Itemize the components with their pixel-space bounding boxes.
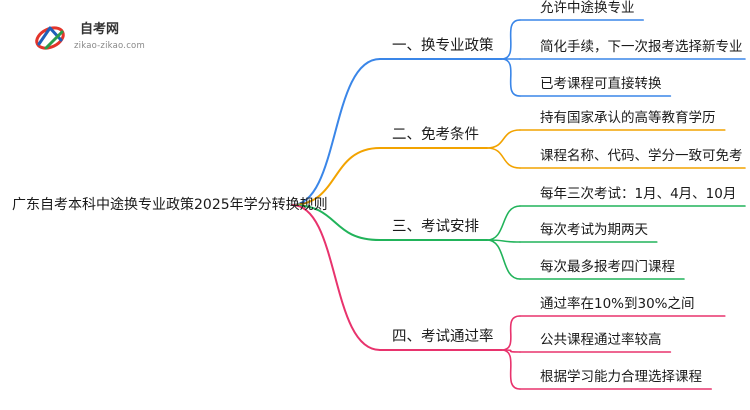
logo-mark-icon	[35, 26, 65, 50]
leaf-connector	[500, 349, 521, 390]
leaf-connector	[500, 58, 521, 97]
leaf-connector	[500, 315, 521, 351]
branch-label: 二、免考条件	[392, 127, 479, 143]
logo-name: 自考网	[80, 22, 120, 37]
branch-connector	[291, 204, 381, 351]
leaf-label: 通过率在10%到30%之间	[540, 296, 695, 312]
branch-connector	[291, 147, 381, 206]
leaf-connector	[486, 205, 521, 241]
branch-connector	[291, 58, 381, 206]
logo: 自考网 zikao-zikao.com	[30, 18, 170, 58]
root-topic: 广东自考本科中途换专业政策2025年学分转换规则	[12, 197, 328, 213]
leaf-connector	[500, 19, 521, 60]
leaf-label: 每次最多报考四门课程	[540, 259, 675, 275]
leaf-label: 每年三次考试：1月、4月、10月	[540, 186, 737, 202]
branch-label: 四、考试通过率	[392, 329, 494, 345]
leaf-connector	[486, 129, 521, 149]
leaf-label: 简化手续，下一次报考选择新专业	[540, 39, 743, 55]
branch-connector	[291, 204, 381, 241]
branch-label: 三、考试安排	[392, 219, 479, 235]
leaf-label: 公共课程通过率较高	[540, 332, 662, 348]
leaf-label: 课程名称、代码、学分一致可免考	[540, 148, 743, 164]
leaf-connector	[486, 239, 521, 280]
leaf-label: 允许中途换专业	[540, 0, 635, 16]
leaf-connector	[486, 147, 521, 169]
logo-url: zikao-zikao.com	[74, 41, 145, 51]
leaf-label: 已考课程可直接转换	[540, 76, 662, 92]
leaf-label: 根据学习能力合理选择课程	[540, 369, 702, 385]
leaf-label: 每次考试为期两天	[540, 222, 648, 238]
branch-label: 一、换专业政策	[392, 38, 494, 54]
leaf-label: 持有国家承认的高等教育学历	[540, 110, 716, 126]
